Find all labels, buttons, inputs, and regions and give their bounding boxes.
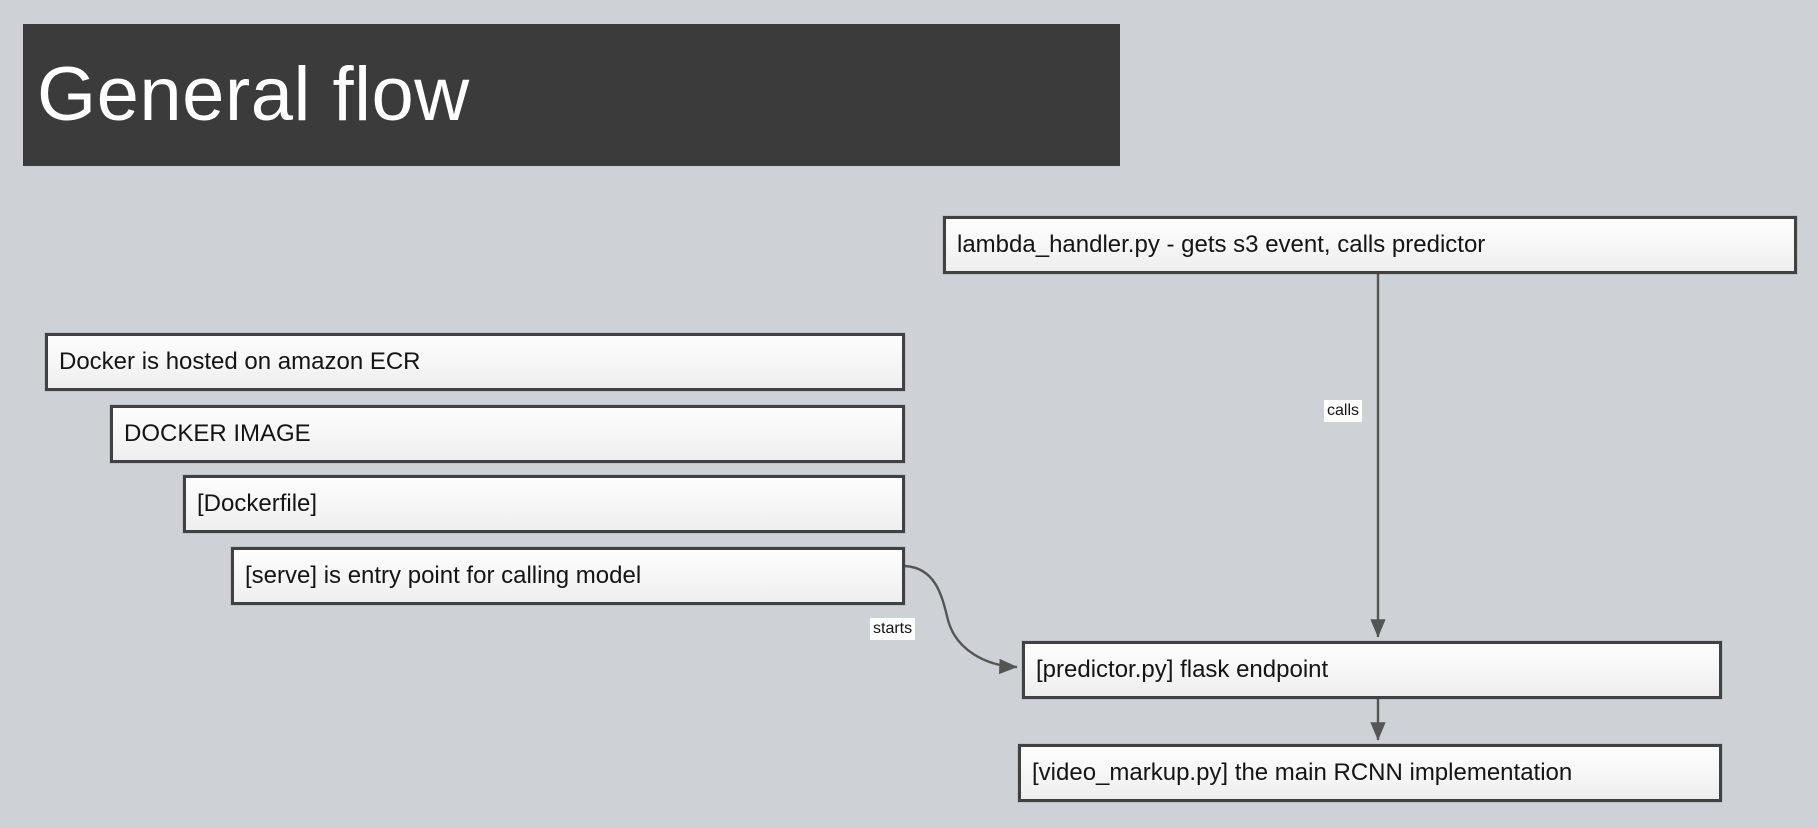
node-docker-image[interactable]: DOCKER IMAGE xyxy=(110,405,905,463)
node-serve-entrypoint[interactable]: [serve] is entry point for calling model xyxy=(231,547,905,605)
node-label: [predictor.py] flask endpoint xyxy=(1036,655,1329,683)
node-label: [Dockerfile] xyxy=(197,489,318,517)
title-banner: General flow xyxy=(23,24,1120,166)
edge-label-starts: starts xyxy=(870,618,916,640)
node-lambda-handler[interactable]: lambda_handler.py - gets s3 event, calls… xyxy=(943,216,1797,274)
node-docker-hosted-ecr[interactable]: Docker is hosted on amazon ECR xyxy=(45,333,905,391)
node-label: Docker is hosted on amazon ECR xyxy=(59,347,421,375)
node-label: DOCKER IMAGE xyxy=(124,419,311,447)
node-predictor-flask-endpoint[interactable]: [predictor.py] flask endpoint xyxy=(1022,641,1722,699)
node-video-markup[interactable]: [video_markup.py] the main RCNN implemen… xyxy=(1018,744,1722,802)
page-title: General flow xyxy=(37,52,470,137)
node-label: [serve] is entry point for calling model xyxy=(245,561,642,589)
node-label: [video_markup.py] the main RCNN implemen… xyxy=(1032,758,1573,786)
edge-label-calls: calls xyxy=(1324,400,1363,422)
node-label: lambda_handler.py - gets s3 event, calls… xyxy=(957,230,1486,258)
arrow-serve-to-predictor xyxy=(904,564,1018,675)
node-dockerfile[interactable]: [Dockerfile] xyxy=(183,475,905,533)
